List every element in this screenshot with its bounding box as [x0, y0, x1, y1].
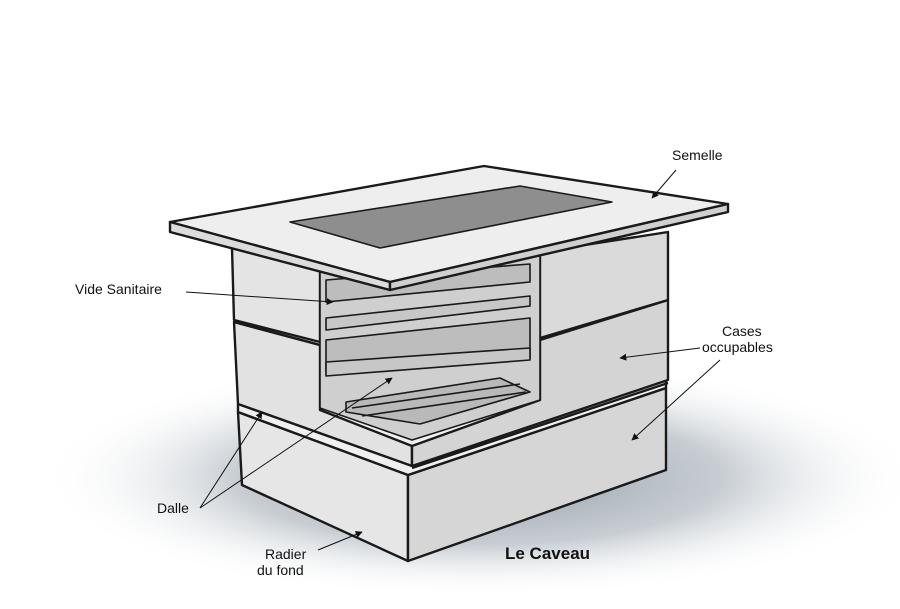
label-semelle: Semelle — [672, 147, 723, 163]
diagram-title: Le Caveau — [505, 544, 590, 563]
dalle-pointer-1 — [199, 377, 393, 509]
semelle-slab — [168, 164, 730, 292]
pointers — [185, 169, 721, 551]
label-dalle: Dalle — [157, 500, 189, 516]
top-block — [230, 230, 670, 344]
label-radier-line2: du fond — [257, 562, 304, 578]
cases-pointer-1 — [619, 347, 701, 361]
vide-sanitaire-pointer — [185, 291, 334, 306]
interior-opening — [319, 251, 541, 441]
cases-pointer-2 — [631, 359, 721, 441]
semelle-opening — [289, 185, 613, 249]
dalle-pointer-2 — [199, 411, 263, 509]
label-cases-line1: Cases — [722, 323, 762, 339]
label-cases-line2: occupables — [702, 339, 773, 355]
label-vide-sanitaire: Vide Sanitaire — [75, 281, 162, 297]
label-radier-line1: Radier — [265, 546, 307, 562]
semelle-pointer — [651, 169, 677, 199]
radier-pointer — [317, 531, 363, 551]
